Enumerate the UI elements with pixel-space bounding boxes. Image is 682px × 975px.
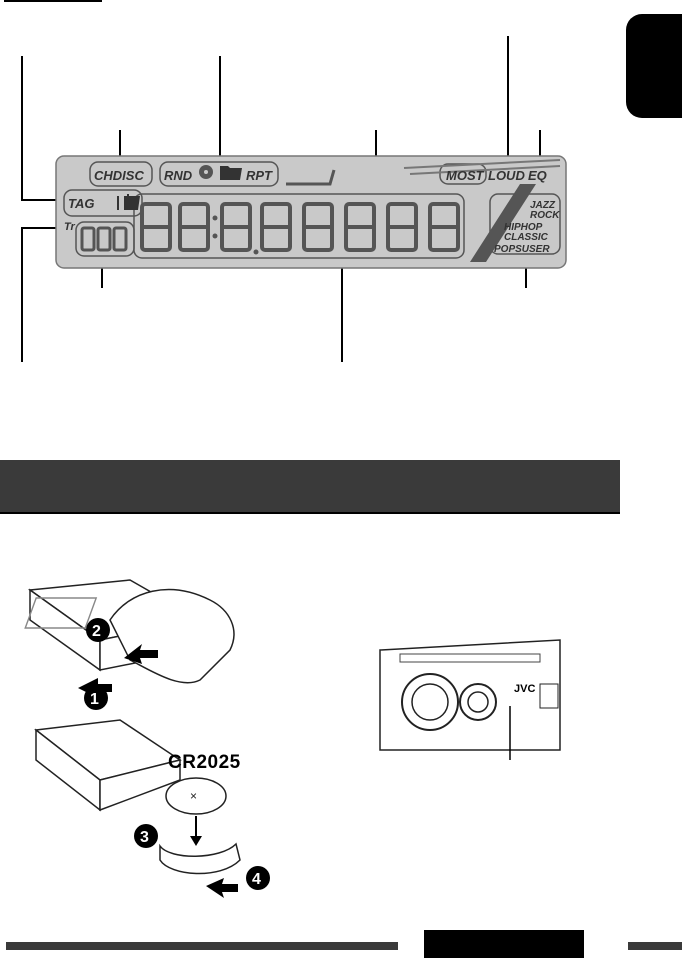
remote-panel bbox=[24, 597, 98, 629]
step-1-circle bbox=[84, 686, 108, 710]
step-2-label: 2 bbox=[92, 623, 101, 640]
battery-coin bbox=[165, 777, 227, 815]
display-window bbox=[539, 683, 559, 709]
step-1-label: 1 bbox=[90, 691, 99, 708]
step-4-circle bbox=[246, 866, 270, 890]
volume-knob-inner bbox=[411, 683, 449, 721]
colon-top bbox=[212, 215, 218, 221]
folder-icon bbox=[220, 166, 242, 180]
battery-plus-mark: × bbox=[190, 789, 197, 803]
lcd-panel bbox=[55, 155, 567, 269]
section-heading-rule bbox=[0, 512, 620, 514]
indicator-eq: EQ bbox=[528, 168, 547, 183]
hand-drawing bbox=[109, 588, 235, 684]
pull-arrow bbox=[124, 644, 158, 664]
battery-model-label: CR2025 bbox=[168, 752, 241, 773]
indicator-hiphop: HIPHOP bbox=[504, 222, 543, 233]
indicator-chdisc: CHDISC bbox=[94, 168, 144, 183]
decimal-point bbox=[253, 249, 259, 255]
indicator-rpt: RPT bbox=[246, 168, 273, 183]
tray-insert-arrow bbox=[206, 878, 238, 898]
step-2-circle bbox=[86, 618, 110, 642]
track-digits bbox=[80, 226, 128, 252]
footer-rule-left bbox=[6, 942, 398, 950]
indicator-loud: LOUD bbox=[488, 168, 525, 183]
battery-replacement-illustration: 2 1 × 3 4 bbox=[24, 579, 270, 898]
indicator-rock: ROCK bbox=[530, 210, 560, 221]
level-mark bbox=[286, 169, 336, 186]
section-heading-band bbox=[0, 460, 620, 512]
indicator-rnd: RND bbox=[164, 168, 193, 183]
indicator-tag: TAG bbox=[68, 196, 94, 211]
swoosh-line-2 bbox=[409, 165, 561, 175]
step-3-circle bbox=[134, 824, 158, 848]
callout-tag bbox=[21, 56, 62, 201]
cd-slot bbox=[399, 653, 541, 663]
chdisc-frame bbox=[89, 161, 153, 187]
swoosh-slash bbox=[470, 184, 536, 262]
main-digits bbox=[140, 202, 460, 252]
folder-icon-small bbox=[124, 196, 140, 210]
indicator-classic: CLASSIC bbox=[504, 232, 549, 243]
callout-tr bbox=[21, 227, 60, 362]
battery-tray bbox=[159, 842, 241, 875]
swoosh-line-1 bbox=[403, 159, 561, 169]
footer-rule-right bbox=[628, 942, 682, 950]
rnd-rpt-frame bbox=[159, 161, 279, 187]
display-diagram: CHDISC RND RPT MOST LOUD EQ TAG Tr JAZZ … bbox=[21, 36, 567, 362]
main-display-frame bbox=[133, 193, 465, 259]
language-tab bbox=[626, 14, 682, 118]
colon-bottom bbox=[212, 233, 218, 239]
footer-page-box bbox=[424, 930, 584, 958]
step-4-label: 4 bbox=[252, 871, 261, 888]
step-3-label: 3 bbox=[140, 829, 149, 846]
indicator-jazz: JAZZ bbox=[530, 200, 556, 211]
indicator-tr: Tr bbox=[64, 221, 76, 233]
brand-logo: JVC bbox=[514, 683, 535, 695]
indicator-popsuser: POPSUSER bbox=[494, 244, 550, 255]
indicator-most: MOST bbox=[446, 168, 485, 183]
head-unit-illustration: JVC bbox=[379, 639, 561, 760]
top-rule bbox=[4, 0, 102, 2]
